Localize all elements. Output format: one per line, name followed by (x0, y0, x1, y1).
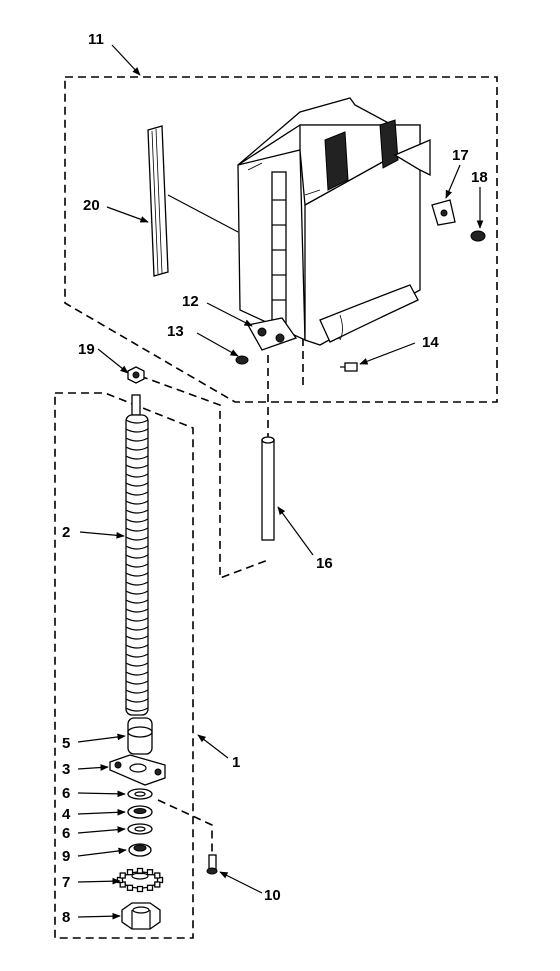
auger-ridge (125, 509, 149, 514)
sprocket-tooth (136, 885, 144, 893)
part-20-channel-strip (147, 125, 239, 277)
auger-ridge (125, 698, 149, 703)
part-14-screw (340, 362, 358, 372)
auger-ridge (125, 707, 149, 712)
callout-18: 18 (471, 169, 488, 186)
guide-line-screw (157, 799, 213, 860)
auger-ridge (125, 482, 149, 487)
part-18-screw (470, 230, 486, 242)
auger-ridge (125, 572, 149, 577)
auger-ridge (125, 473, 149, 478)
auger-ridge (125, 527, 149, 532)
auger-ridge (125, 671, 149, 676)
part-9-bushing (128, 843, 152, 857)
auger-ridge (125, 419, 149, 424)
callout-9: 9 (62, 848, 70, 865)
part-5-coupling (127, 717, 153, 755)
part-7-sprocket (116, 867, 164, 893)
callout-12: 12 (182, 293, 199, 310)
auger-ridge (125, 653, 149, 658)
auger-ridge (125, 545, 149, 550)
auger-ridge (125, 464, 149, 469)
part-8-hex-nut (121, 902, 161, 930)
callout-20: 20 (83, 197, 100, 214)
auger-ridge (125, 500, 149, 505)
auger-ridge (125, 662, 149, 667)
auger-ridge (125, 554, 149, 559)
callout-2: 2 (62, 524, 70, 541)
auger-ridge (125, 581, 149, 586)
auger-ridge (125, 608, 149, 613)
auger-ridge (125, 590, 149, 595)
callout-1: 1 (232, 754, 240, 771)
part-4-bearing (127, 805, 153, 819)
callout-19: 19 (78, 341, 95, 358)
auger-ridge (125, 644, 149, 649)
auger-ridge (125, 446, 149, 451)
sprocket-tooth (146, 884, 154, 891)
auger-ridge (125, 599, 149, 604)
auger-ridge (125, 635, 149, 640)
auger-ridge (125, 626, 149, 631)
leader-lines (77, 44, 484, 920)
auger-ridge (125, 428, 149, 433)
auger-ridge (125, 437, 149, 442)
callout-6-bottom: 6 (62, 825, 70, 842)
sprocket-tooth (119, 872, 126, 879)
part-2-auger (125, 394, 149, 716)
guide-line-14 (302, 337, 340, 385)
auger-ridge (125, 491, 149, 496)
auger-ridge (125, 536, 149, 541)
sprocket-tooth (126, 884, 134, 891)
callout-8: 8 (62, 909, 70, 926)
callout-16: 16 (316, 555, 333, 572)
part-13-screw (235, 355, 249, 365)
auger-ridge (125, 689, 149, 694)
part-6-washer-top (127, 788, 153, 800)
assembly-11-boundary (64, 76, 498, 403)
sprocket-tooth (146, 869, 154, 876)
auger-ridge (125, 563, 149, 568)
guide-line-rod (139, 375, 269, 580)
sprocket-tooth (154, 881, 161, 888)
callout-14: 14 (422, 334, 439, 351)
callout-13: 13 (167, 323, 184, 340)
part-19-nut (127, 366, 145, 384)
part-17-bracket (431, 199, 456, 226)
callout-4: 4 (62, 806, 71, 823)
auger-ridge (125, 455, 149, 460)
callout-17: 17 (452, 147, 469, 164)
sprocket-tooth (154, 872, 161, 879)
part-6-washer-bottom (127, 823, 153, 835)
callout-11: 11 (88, 31, 104, 48)
part-10-screw (206, 854, 218, 875)
part-12-bracket (246, 317, 298, 351)
part-3-plate (109, 754, 166, 786)
part-16-rod (261, 436, 275, 541)
callout-3: 3 (62, 761, 70, 778)
callout-5: 5 (62, 735, 70, 752)
callout-10: 10 (264, 887, 281, 904)
auger-ridge (125, 617, 149, 622)
callout-6-top: 6 (62, 785, 70, 802)
auger-ridge (125, 680, 149, 685)
sprocket-tooth (126, 869, 134, 876)
housing-frame (237, 97, 431, 346)
auger-ridge (125, 518, 149, 523)
assembly-1-boundary (54, 392, 194, 939)
callout-7: 7 (62, 874, 70, 891)
